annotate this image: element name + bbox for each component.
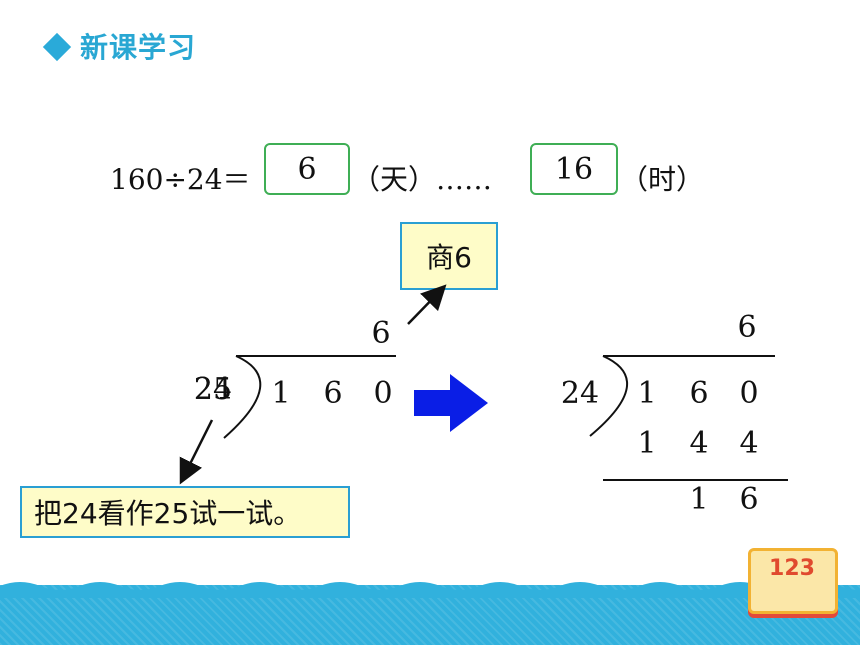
left-dividend-digit: 0 <box>373 376 393 411</box>
right-arrow-icon <box>414 374 488 432</box>
badge-book-icon <box>748 548 838 614</box>
right-dividend-digit: 1 <box>637 376 657 411</box>
hint-note-text: 把24看作25试一试。 <box>34 497 302 530</box>
right-dividend-digit: 0 <box>739 376 759 411</box>
right-division-bracket <box>589 355 788 481</box>
right-product-digit: 4 <box>739 426 759 461</box>
right-divisor: 24 <box>560 376 600 411</box>
section-title: 新课学习 <box>80 31 197 64</box>
right-product-digit: 1 <box>637 426 657 461</box>
footer-wave <box>0 582 860 598</box>
left-divisor-25: 25 <box>193 372 233 407</box>
arrow-to-quotient-note-icon <box>407 284 447 325</box>
remainder-answer-box: 16 <box>530 143 618 195</box>
unit-day-label: （天）…… <box>352 163 493 196</box>
equation-lhs: 160÷24＝ <box>110 163 251 196</box>
right-remainder-digit: 1 <box>689 482 709 517</box>
unit-hour-label: （时） <box>620 163 705 196</box>
arrow-to-hint-note-icon <box>179 419 214 485</box>
right-dividend-digit: 6 <box>689 376 709 411</box>
left-quotient-digit: 6 <box>371 316 391 351</box>
quotient-answer: 6 <box>297 151 317 187</box>
left-division-bracket <box>223 355 396 439</box>
hint-note-box: 把24看作25试一试。 <box>20 486 350 538</box>
right-quotient-digit: 6 <box>737 310 757 345</box>
badge-text: 123 <box>769 556 815 581</box>
left-divisor-24: 24 <box>193 372 233 407</box>
right-remainder-digit: 6 <box>739 482 759 517</box>
quotient-note-text: 商6 <box>426 241 472 274</box>
left-dividend-digit: 6 <box>323 376 343 411</box>
right-product-digit: 4 <box>689 426 709 461</box>
quotient-answer-box: 6 <box>264 143 350 195</box>
quotient-note-box: 商6 <box>400 222 498 290</box>
remainder-answer: 16 <box>554 151 594 187</box>
left-dividend-digit: 1 <box>271 376 291 411</box>
